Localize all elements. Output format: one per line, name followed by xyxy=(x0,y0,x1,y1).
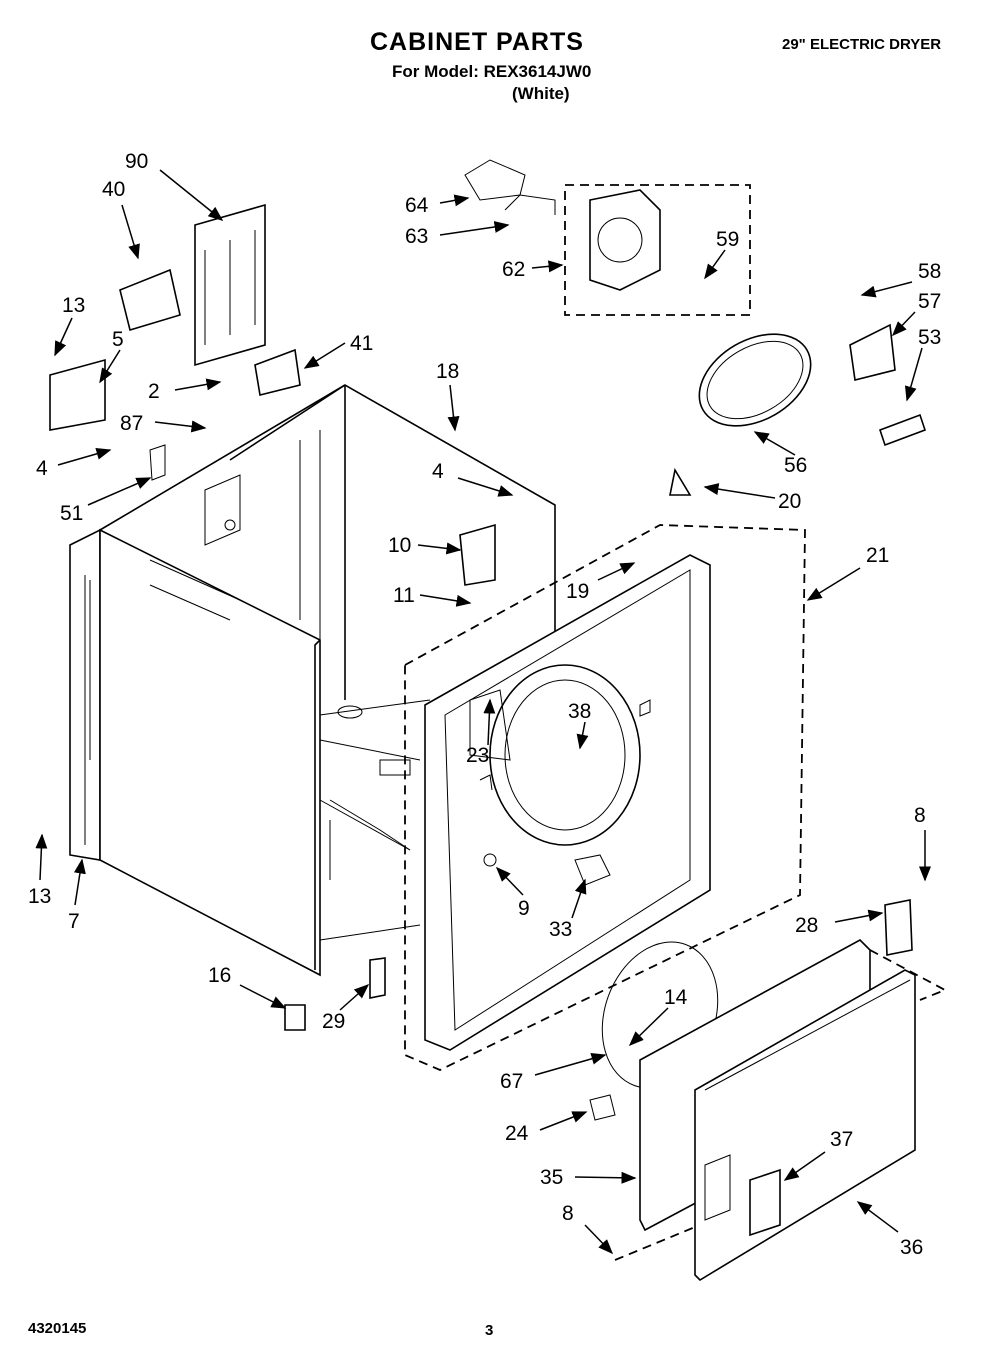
callout-label: 35 xyxy=(540,1166,563,1189)
callout-label: 16 xyxy=(208,964,231,987)
page-number: 3 xyxy=(485,1322,494,1339)
callout-label: 67 xyxy=(500,1070,523,1093)
document-number: 4320145 xyxy=(28,1320,87,1337)
callout-label: 9 xyxy=(518,897,530,920)
callout-label: 33 xyxy=(549,918,572,941)
callout-label: 36 xyxy=(900,1236,923,1259)
front-panel xyxy=(424,554,711,1051)
product-name: 29" ELECTRIC DRYER xyxy=(782,36,942,53)
callout-labels: 90 40 13 5 2 41 87 4 51 18 64 63 62 59 5… xyxy=(28,150,941,1259)
page-title: CABINET PARTS xyxy=(370,28,584,56)
callout-label: 8 xyxy=(914,804,926,827)
callout-label: 57 xyxy=(918,290,941,313)
callout-label: 37 xyxy=(830,1128,853,1151)
callout-label: 63 xyxy=(405,225,428,248)
cabinet-shell xyxy=(69,384,556,977)
color-variant: (White) xyxy=(512,84,570,103)
callout-label: 4 xyxy=(36,457,48,480)
callout-label: 87 xyxy=(120,412,143,435)
callout-label: 23 xyxy=(466,744,489,767)
callout-label: 64 xyxy=(405,194,429,217)
callout-label: 29 xyxy=(322,1010,345,1033)
callout-label: 38 xyxy=(568,700,591,723)
front-panel-group-outline xyxy=(404,524,806,1071)
callout-label: 62 xyxy=(502,258,525,281)
callout-label: 51 xyxy=(60,502,83,525)
callout-label: 19 xyxy=(566,580,589,603)
callout-label: 58 xyxy=(918,260,941,283)
callout-label: 41 xyxy=(350,332,373,355)
callout-label: 20 xyxy=(778,490,801,513)
motor-group-outline xyxy=(564,184,751,316)
door-assembly xyxy=(589,899,916,1282)
callout-label: 5 xyxy=(112,328,124,351)
callout-label: 24 xyxy=(505,1122,529,1145)
callout-label: 56 xyxy=(784,454,807,477)
callout-label: 2 xyxy=(148,380,160,403)
callout-label: 18 xyxy=(436,360,459,383)
callout-label: 4 xyxy=(432,460,444,483)
callout-label: 13 xyxy=(28,885,51,908)
callout-label: 59 xyxy=(716,228,739,251)
callout-label: 11 xyxy=(393,584,415,607)
callout-label: 28 xyxy=(795,914,818,937)
callout-label: 21 xyxy=(866,544,889,567)
callout-label: 40 xyxy=(102,178,125,201)
callout-label: 53 xyxy=(918,326,941,349)
callout-label: 13 xyxy=(62,294,85,317)
door-screw-line xyxy=(614,1224,701,1261)
callout-label: 8 xyxy=(562,1202,574,1225)
callout-label: 7 xyxy=(68,910,80,933)
model-subtitle: For Model: REX3614JW0 xyxy=(392,62,592,81)
small-parts xyxy=(49,159,927,1031)
callout-label: 10 xyxy=(388,534,411,557)
callout-label: 90 xyxy=(125,150,148,173)
leader-lines xyxy=(35,169,931,1255)
callout-label: 14 xyxy=(664,986,688,1009)
